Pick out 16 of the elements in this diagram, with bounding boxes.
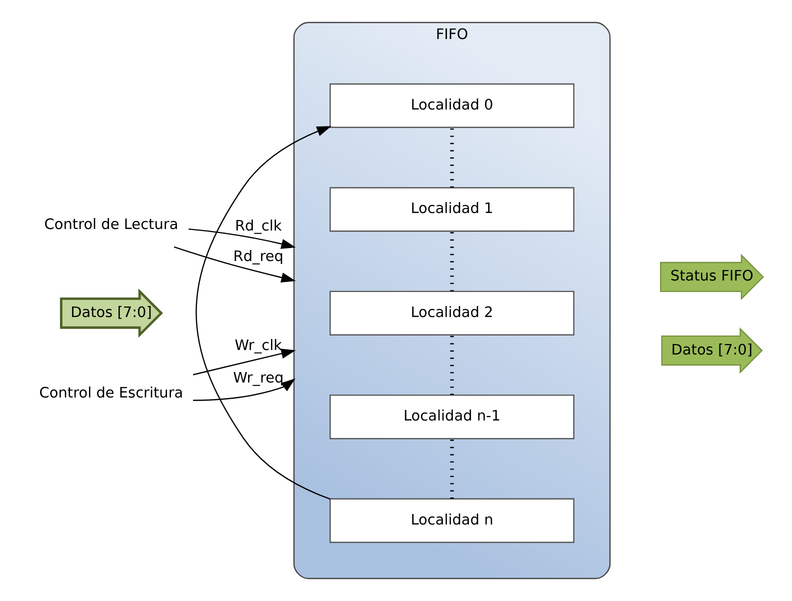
arrow	[192, 348, 296, 376]
node-text: Control de Lectura	[44, 216, 178, 233]
node-box: Localidad 0	[329, 83, 574, 128]
arrow	[173, 246, 296, 283]
node-box: Localidad n-1	[329, 394, 574, 440]
edge-label: Wr_clk	[234, 338, 282, 354]
arrow	[195, 126, 331, 500]
node-box: Localidad 1	[329, 187, 574, 232]
edge-label: Wr_req	[232, 370, 284, 387]
node-box: Localidad 2	[329, 290, 574, 336]
node-text: Control de Escritura	[38, 386, 183, 402]
arrow	[192, 378, 295, 401]
node-box: Localidad n	[329, 498, 574, 543]
edge-label: Rd_req	[232, 248, 283, 265]
arrow	[188, 228, 296, 249]
edge-label: Rd_clk	[234, 218, 282, 235]
